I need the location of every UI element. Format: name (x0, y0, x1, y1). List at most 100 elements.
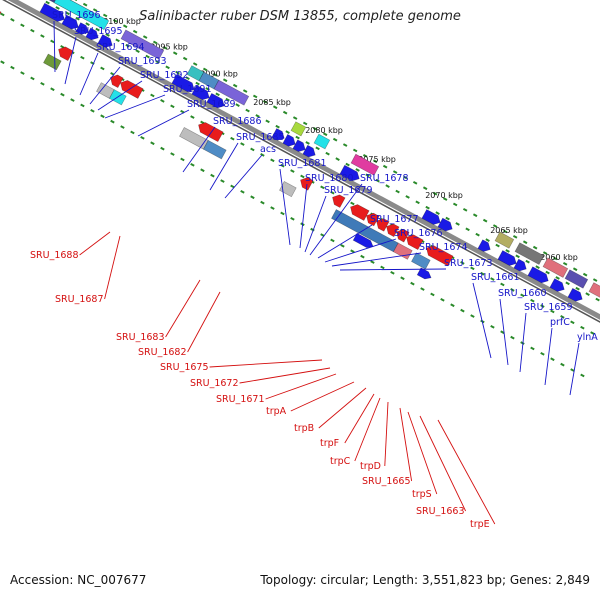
reverse-feature-box[interactable] (203, 139, 227, 160)
forward-cds-arrow[interactable] (497, 250, 519, 268)
forward-cds-arrow[interactable] (302, 144, 318, 159)
reverse-gene-label[interactable]: SRU_1665 (362, 476, 411, 487)
forward-feature-box[interactable] (213, 79, 250, 106)
forward-leader-line (53, 20, 56, 73)
reverse-feature-box[interactable] (179, 127, 209, 150)
forward-gene-label[interactable]: SRU_1680 (305, 173, 354, 184)
reverse-feature-box-shape (331, 209, 399, 253)
forward-cds-arrow[interactable] (292, 139, 308, 154)
reverse-feature-box[interactable] (96, 82, 115, 99)
forward-cds-arrow[interactable] (567, 287, 585, 303)
reverse-gene-label[interactable]: trpD (360, 461, 381, 472)
forward-gene-label[interactable]: SRU_1677 (370, 214, 419, 225)
forward-gene-label[interactable]: SRU_1661 (471, 272, 520, 283)
reverse-cds-arrow[interactable] (364, 211, 380, 227)
forward-cds-arrow[interactable] (39, 2, 67, 24)
forward-cds-arrow[interactable] (437, 217, 455, 233)
forward-feature-box[interactable] (313, 133, 331, 150)
forward-feature-box[interactable] (564, 269, 589, 289)
forward-gene-label[interactable]: SRU_1681 (278, 158, 327, 169)
reverse-gene-label[interactable]: trpB (294, 423, 314, 434)
forward-cds-arrow[interactable] (527, 266, 551, 286)
forward-cds-arrow[interactable] (477, 239, 493, 254)
forward-gene-label[interactable]: SRU_1676 (394, 228, 443, 239)
reverse-cds-arrow[interactable] (424, 243, 454, 267)
forward-feature-box[interactable] (350, 153, 380, 176)
forward-gene-label[interactable]: SRU_1696 (52, 10, 101, 21)
forward-cds-arrow[interactable] (339, 164, 362, 183)
reverse-cds-arrow[interactable] (56, 44, 74, 62)
reverse-cds-arrow[interactable] (196, 120, 224, 143)
forward-cds-arrow[interactable] (282, 134, 298, 148)
reverse-gene-label[interactable]: SRU_1683 (116, 332, 165, 343)
reverse-gene-label[interactable]: trpF (320, 438, 339, 449)
forward-gene-label[interactable]: SRU_1692 (140, 70, 189, 81)
track-dot (195, 81, 200, 86)
forward-gene-label[interactable]: acs (260, 144, 276, 155)
forward-gene-label[interactable]: ylnA (577, 332, 598, 343)
forward-gene-label[interactable]: SRU_1678 (360, 173, 409, 184)
reverse-gene-label[interactable]: trpS (412, 489, 432, 500)
forward-cds-arrow[interactable] (75, 22, 91, 37)
reverse-cds-small[interactable] (416, 267, 433, 282)
forward-feature-box[interactable] (494, 231, 515, 249)
reverse-cds-arrow[interactable] (404, 232, 424, 251)
forward-gene-label[interactable]: prfC (550, 317, 570, 328)
reverse-gene-label[interactable]: trpE (470, 519, 490, 530)
forward-gene-label[interactable]: SRU_1695 (74, 26, 123, 37)
reverse-cds-arrow[interactable] (118, 78, 144, 99)
forward-gene-label[interactable]: SRU_1689 (187, 99, 236, 110)
forward-gene-label[interactable]: SRU_1693 (118, 56, 167, 67)
forward-gene-label[interactable]: SRU_1674 (419, 242, 468, 253)
forward-feature-box[interactable] (198, 71, 220, 90)
reverse-gene-label[interactable]: SRU_1663 (416, 506, 465, 517)
forward-cds-arrow[interactable] (171, 74, 197, 94)
forward-gene-label[interactable]: SRU_1685 (236, 132, 285, 143)
forward-cds-arrow[interactable] (97, 34, 115, 50)
reverse-gene-label[interactable]: trpA (266, 406, 287, 417)
track-dot (572, 267, 578, 272)
forward-cds-arrow[interactable] (271, 128, 287, 142)
forward-gene-label[interactable]: SRU_1659 (524, 302, 573, 313)
forward-cds-arrow[interactable] (85, 27, 101, 42)
reverse-cds-arrow[interactable] (394, 227, 410, 243)
forward-feature-box[interactable] (290, 121, 307, 137)
forward-gene-label[interactable]: SRU_1694 (96, 42, 145, 53)
forward-cds-arrow[interactable] (421, 209, 443, 226)
forward-cds-arrow[interactable] (191, 84, 212, 102)
reverse-gene-label[interactable]: SRU_1671 (216, 394, 265, 405)
reverse-feature-box[interactable] (279, 181, 297, 198)
reverse-cds-arrow[interactable] (374, 216, 390, 232)
forward-gene-label[interactable]: SRU_1691 (163, 84, 212, 95)
forward-gene-label[interactable]: SRU_1679 (324, 185, 373, 196)
forward-feature-box[interactable] (186, 65, 205, 82)
forward-cds-arrow[interactable] (61, 14, 81, 31)
forward-gene-label[interactable]: SRU_1673 (444, 258, 493, 269)
forward-gene-label[interactable]: SRU_1660 (498, 288, 547, 299)
reverse-feature-box[interactable] (411, 252, 431, 270)
forward-feature-box-shape (53, 0, 110, 30)
forward-cds-arrow[interactable] (206, 92, 227, 110)
forward-cds-arrow[interactable] (513, 258, 529, 273)
forward-feature-box[interactable] (514, 242, 545, 265)
reverse-cds-arrow[interactable] (330, 192, 346, 208)
reverse-feature-box[interactable] (43, 53, 62, 71)
reverse-cds-arrow[interactable] (298, 175, 314, 191)
reverse-cds-arrow[interactable] (348, 202, 370, 221)
reverse-feature-box[interactable] (331, 209, 399, 253)
forward-gene-label[interactable]: SRU_1686 (213, 116, 262, 127)
reverse-cds-arrow[interactable] (384, 222, 400, 238)
forward-feature-box[interactable] (53, 0, 110, 30)
reverse-gene-label[interactable]: SRU_1672 (190, 378, 239, 389)
forward-feature-box[interactable] (588, 282, 600, 303)
reverse-gene-label[interactable]: SRU_1682 (138, 347, 187, 358)
forward-cds-arrow[interactable] (549, 278, 567, 294)
reverse-gene-label[interactable]: SRU_1687 (55, 294, 104, 305)
forward-feature-box[interactable] (542, 257, 569, 278)
reverse-gene-label[interactable]: SRU_1688 (30, 250, 79, 261)
reverse-gene-label[interactable]: SRU_1675 (160, 362, 209, 373)
track-dot (40, 34, 45, 38)
reverse-feature-box-shape (96, 82, 115, 99)
forward-feature-box[interactable] (120, 29, 165, 60)
reverse-gene-label[interactable]: trpC (330, 456, 351, 467)
